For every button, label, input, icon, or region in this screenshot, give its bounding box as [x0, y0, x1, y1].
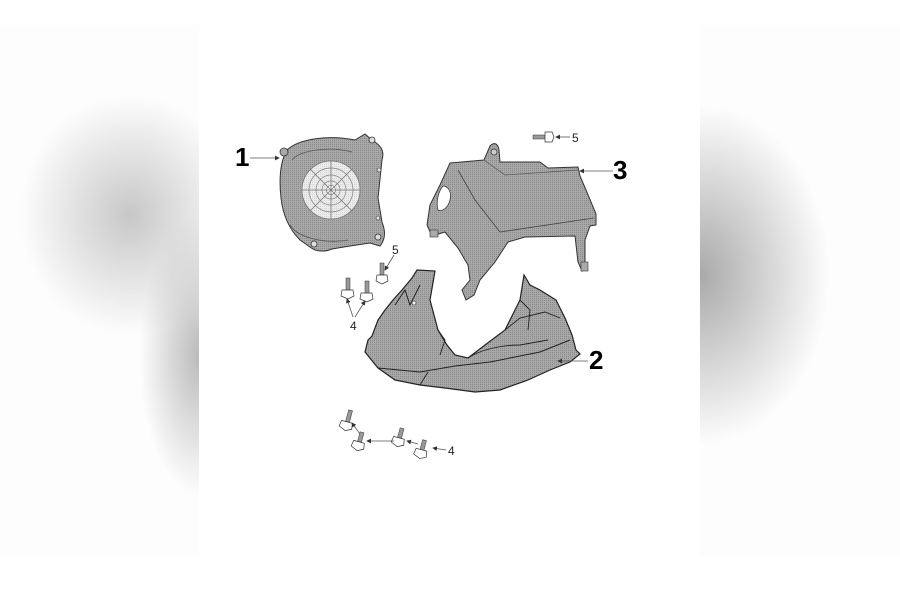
callout-4b: 4: [448, 444, 455, 458]
callout-4a: 4: [350, 319, 357, 333]
diagram-canvas: [199, 0, 700, 600]
upper-engine-cover: [426, 143, 597, 301]
callout-5b: 5: [392, 243, 399, 257]
leader-lines: [250, 134, 613, 451]
bolt-near-cowling: [375, 262, 389, 285]
callout-1: 1: [235, 142, 249, 172]
flange-bolts-lower: [338, 409, 428, 459]
fan-grille: [301, 160, 361, 220]
callout-2: 2: [589, 345, 603, 375]
blurred-side-panel-right: [700, 25, 900, 555]
blurred-side-panel-left: [0, 25, 199, 555]
lower-engine-cowling: [364, 269, 581, 393]
fan-shroud-cover: [279, 133, 385, 252]
callout-5a: 5: [572, 131, 579, 145]
flange-bolts-upper: [340, 277, 374, 303]
bolt-upper-cover: [532, 131, 555, 143]
callout-3: 3: [613, 155, 627, 185]
